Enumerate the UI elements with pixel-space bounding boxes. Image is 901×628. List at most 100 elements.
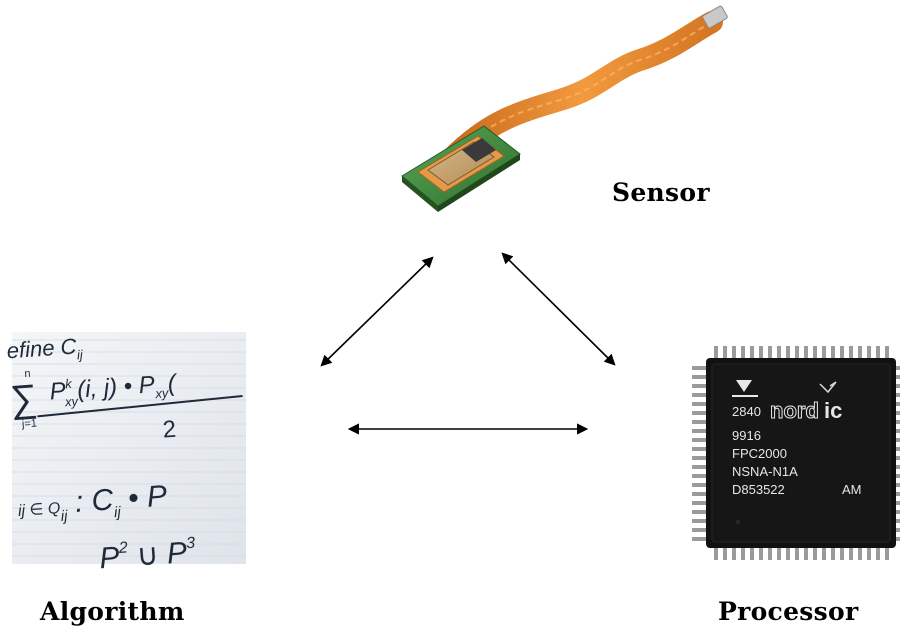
chip-pin [804,346,808,360]
chip-pin [849,546,853,560]
chip-pin [795,546,799,560]
chip-pin [867,546,871,560]
processor-image: 2840 nord ic 9916 FPC2000 NSNA-N1A D8535… [692,346,900,560]
chip-pin [831,546,835,560]
chip-pin [759,546,763,560]
chip-pin [692,375,708,379]
chip-pin [894,465,900,469]
fraction-bar [37,395,243,418]
chip-pin [894,438,900,442]
chip-line1: 2840 [732,404,761,419]
chip-pin [692,411,708,415]
chip-line3: FPC2000 [732,446,787,461]
sum-symbol-icon: ∑ [9,377,39,421]
formula-denominator: 2 [162,416,177,444]
chip-pin [894,510,900,514]
chip-pin [759,346,763,360]
chip-pin [894,528,900,532]
sensor-image [401,5,728,212]
chip-pins-left [692,366,708,541]
sensor-label: Sensor [612,178,710,207]
chip-brand-b: ic [824,398,842,423]
chip-pin [858,546,862,560]
chip-pin [795,346,799,360]
chip-pin [858,346,862,360]
chip-pin [777,546,781,560]
chip-pin [692,492,708,496]
chip-pin [714,346,718,360]
chip-pin [732,346,736,360]
chip-pin [894,420,900,424]
chip-pin [804,546,808,560]
chip-line5: D853522 [732,482,785,497]
chip-pin [849,346,853,360]
chip-pin [768,346,772,360]
chip-pin [723,546,727,560]
chip-pin [894,384,900,388]
chip-pin [894,447,900,451]
chip-brand-a: nord [770,398,819,423]
arrow-algorithm-sensor [320,256,434,367]
chip-pin [692,519,708,523]
processor-label: Processor [718,597,859,626]
chip-pin [692,528,708,532]
chip-pin [692,510,708,514]
chip-pin [894,537,900,541]
chip-pin [692,474,708,478]
chip-pin [750,546,754,560]
chip-pin [692,438,708,442]
chip-pin [894,492,900,496]
chip-pin [723,346,727,360]
formula-term: Pkxy(i, j) • Pxy( [49,368,180,410]
chip-pin [894,393,900,397]
chip-pin [813,346,817,360]
chip-pin [840,546,844,560]
chip-pin [894,366,900,370]
chip-pin [885,546,889,560]
chip-pin [867,346,871,360]
chip-logo-icon [819,381,837,394]
chip-pin [894,402,900,406]
chip-pin [692,393,708,397]
chip-pin [692,429,708,433]
chip-pin [750,346,754,360]
chip-pin [714,546,718,560]
chip-pins-top [714,346,889,360]
chip-line5-right: AM [842,482,862,497]
chip-pin [894,519,900,523]
formula-sum-bottom: j=1 [21,417,38,430]
chip-pin [732,546,736,560]
chip-pin [876,346,880,360]
chip-pin [894,483,900,487]
chip-pin [885,346,889,360]
chip-pin [777,346,781,360]
formula-line1: efine Cij [6,333,84,367]
chip-pin [692,456,708,460]
chip-pin [692,366,708,370]
arrow-sensor-processor [501,252,616,366]
chip-pin [768,546,772,560]
formula-line3: ij ∈ Qij : Cij • P [17,480,169,528]
algorithm-label: Algorithm [40,597,185,626]
chip-pin [692,420,708,424]
chip-line4: NSNA-N1A [732,464,798,479]
chip-triangle-mark [736,380,752,392]
chip-pin [741,346,745,360]
chip-pin [692,465,708,469]
chip-pin [786,346,790,360]
chip-pin [692,501,708,505]
chip-pins-right [894,366,900,541]
chip-pin [894,456,900,460]
chip-pin [741,546,745,560]
chip-pin [692,402,708,406]
chip-pin [831,346,835,360]
chip-pin [894,375,900,379]
chip-pin [840,346,844,360]
chip-pin [692,537,708,541]
formula-line4: P2 ∪ P3 [98,535,197,576]
chip-pin [876,546,880,560]
chip-pin [786,546,790,560]
chip-pin [692,483,708,487]
